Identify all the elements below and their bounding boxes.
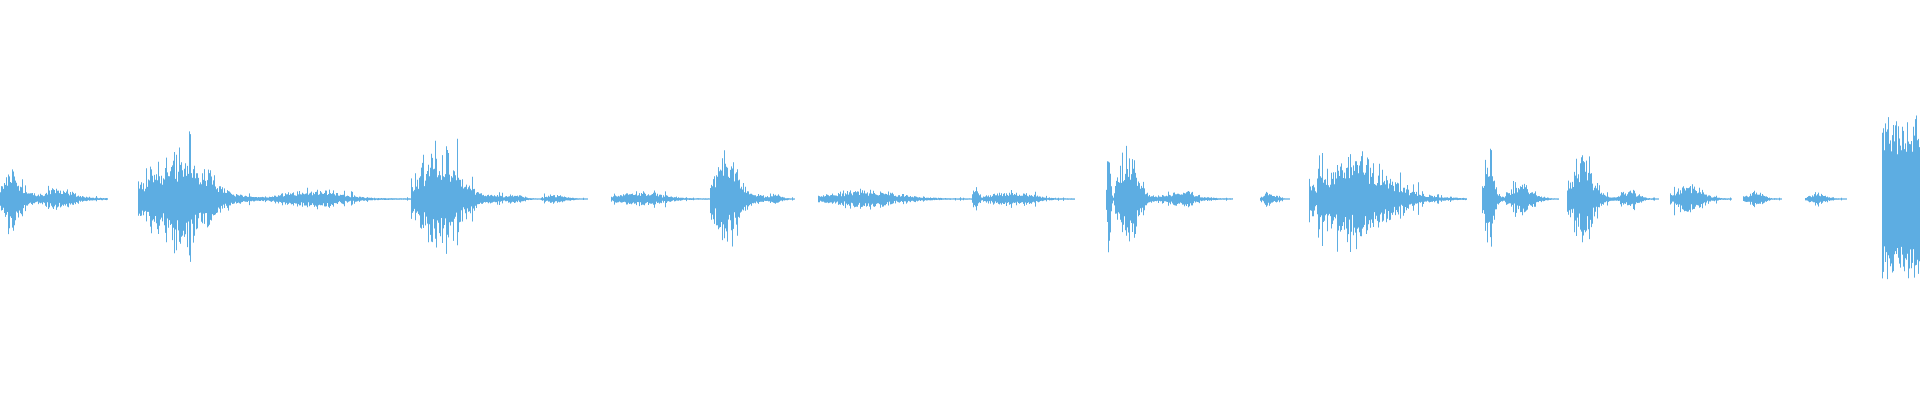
waveform-segment [1617, 189, 1659, 211]
waveform-segment [764, 193, 795, 204]
waveform-segment [1114, 145, 1160, 242]
waveform-segment [818, 188, 972, 210]
waveform-segment [503, 194, 541, 204]
waveform-segment [1482, 148, 1505, 247]
waveform-segment [972, 187, 983, 211]
waveform-segment [1670, 184, 1732, 216]
waveform-segment [983, 190, 1075, 208]
waveform-segment [1882, 115, 1920, 280]
waveform-segment [1505, 181, 1559, 217]
waveform-segment [1160, 191, 1233, 208]
waveform-segment [541, 193, 588, 204]
waveform-segment [1805, 192, 1847, 207]
waveform-segment [1743, 190, 1782, 208]
waveform-segment [269, 187, 411, 210]
waveform-segment [1309, 151, 1467, 252]
waveform-segment [35, 185, 108, 210]
waveform-segment [138, 131, 269, 262]
waveform-segment [611, 190, 710, 208]
waveform-segment [1567, 155, 1617, 243]
waveform-segment [0, 169, 35, 235]
waveform-channel [0, 115, 1920, 280]
waveform-segment [710, 150, 764, 247]
waveform-segment [1106, 161, 1114, 253]
waveform-segment [1260, 191, 1290, 207]
waveform-segment [411, 138, 503, 254]
